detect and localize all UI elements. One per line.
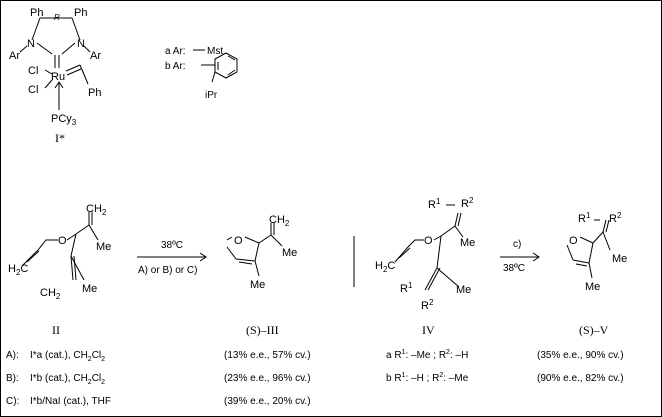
- condition-row-b-result: (23% e.e., 96% cv.): [224, 373, 311, 384]
- reaction2-conditions: c): [513, 239, 521, 250]
- product-v-label: (S)–V: [579, 323, 609, 337]
- substrate-ii-ch2-bottom: CH2: [40, 287, 61, 301]
- product-v-structure: [566, 219, 611, 279]
- nitrogen-right-label: N: [77, 38, 85, 50]
- product-iii-label: (S)–III: [246, 323, 279, 337]
- substituent-row-a-result: (35% e.e., 90% cv.): [537, 350, 624, 361]
- substrate-iv-r2-bottom: R2: [421, 298, 434, 312]
- substrate-iv-r1-top: R1: [428, 197, 441, 211]
- product-v-me-ring: Me: [585, 281, 600, 293]
- substrate-iv-r2-top: R2: [461, 196, 474, 210]
- conditions-table: A): I*a (cat.), CH2Cl2 (13% e.e., 57% cv…: [6, 350, 311, 407]
- substrate-iv-r1-bottom: R1: [400, 281, 413, 295]
- reaction1-conditions: A) or B) or C): [138, 265, 197, 276]
- product-iii-ch2: CH2: [269, 214, 290, 228]
- product-v-me-side: Me: [612, 253, 627, 265]
- substrate-ii-structure: [21, 212, 99, 281]
- condition-row-a-label: A):: [6, 350, 19, 361]
- catalyst-structure: [19, 17, 238, 110]
- condition-row-b-catalyst: I*b (cat.), CH2Cl2: [30, 373, 105, 386]
- product-v-r1: R1: [578, 211, 591, 225]
- substrate-ii-oxygen: O: [58, 235, 67, 247]
- product-iii-structure: [226, 223, 283, 277]
- substrate-ii-me-bottom: Me: [82, 283, 97, 295]
- substrate-iv-label: IV: [422, 323, 435, 337]
- condition-row-c-result: (39% e.e., 20% cv.): [224, 396, 311, 407]
- substituent-row-b: b R1: –H ; R2: –Me: [386, 372, 469, 384]
- product-v-oxygen: O: [569, 235, 578, 247]
- substrate-ii-h2c: H2C: [8, 263, 28, 277]
- ruthenium-label: Ru: [51, 71, 65, 83]
- chloride-2-label: Cl: [28, 84, 38, 96]
- aryl-a-definition: a Ar:: [165, 46, 186, 57]
- chloride-1-label: Cl: [28, 65, 38, 77]
- alkylidene-phenyl-label: Ph: [88, 87, 101, 99]
- substrate-iv-oxygen: O: [424, 235, 433, 247]
- reaction-arrow-2: [500, 252, 540, 262]
- reaction2-temperature: 38ºC: [503, 263, 525, 274]
- substrate-ii-label: II: [52, 323, 60, 337]
- substrate-ii-me-top: Me: [96, 241, 111, 253]
- condition-row-b-label: B):: [6, 373, 19, 384]
- condition-row-c-catalyst: I*b/NaI (cat.), THF: [30, 396, 111, 407]
- phenyl-right-label: Ph: [74, 7, 87, 19]
- reaction-arrow-1: [137, 252, 207, 262]
- aryl-b-definition: b Ar:: [165, 61, 186, 72]
- product-iii-oxygen: O: [234, 235, 243, 247]
- stereo-descriptor-label: R: [54, 13, 60, 22]
- catalyst-name-label: I*: [55, 131, 65, 145]
- substituent-table: a R1: –Me ; R2: –H (35% e.e., 90% cv.) b…: [386, 349, 624, 384]
- aryl-a-value: Mst: [207, 46, 223, 57]
- substrate-iv-structure: [394, 204, 464, 291]
- substrate-iv-me-bottom: Me: [456, 284, 471, 296]
- aryl-right-label: Ar: [90, 50, 101, 62]
- phosphine-label: PCy3: [51, 113, 77, 127]
- phenyl-left-label: Ph: [30, 7, 43, 19]
- reaction1-temperature: 38ºC: [161, 240, 183, 251]
- aryl-left-label: Ar: [9, 50, 20, 62]
- nitrogen-left-label: N: [27, 38, 35, 50]
- condition-row-c-label: C):: [6, 396, 19, 407]
- aryl-b-isopropyl-label: iPr: [205, 90, 218, 101]
- substituent-row-b-result: (90% e.e., 82% cv.): [537, 373, 624, 384]
- product-iii-me-side: Me: [282, 247, 297, 259]
- condition-row-a-result: (13% e.e., 57% cv.): [224, 350, 311, 361]
- substrate-iv-h2c: H2C: [375, 260, 395, 274]
- condition-row-a-catalyst: I*a (cat.), CH2Cl2: [30, 350, 105, 363]
- product-v-r2: R2: [609, 211, 622, 225]
- substrate-iv-me-top: Me: [460, 237, 475, 249]
- substrate-ii-ch2-top: CH2: [86, 203, 107, 217]
- product-iii-me-ring: Me: [250, 279, 265, 291]
- substituent-row-a: a R1: –Me ; R2: –H: [386, 349, 468, 361]
